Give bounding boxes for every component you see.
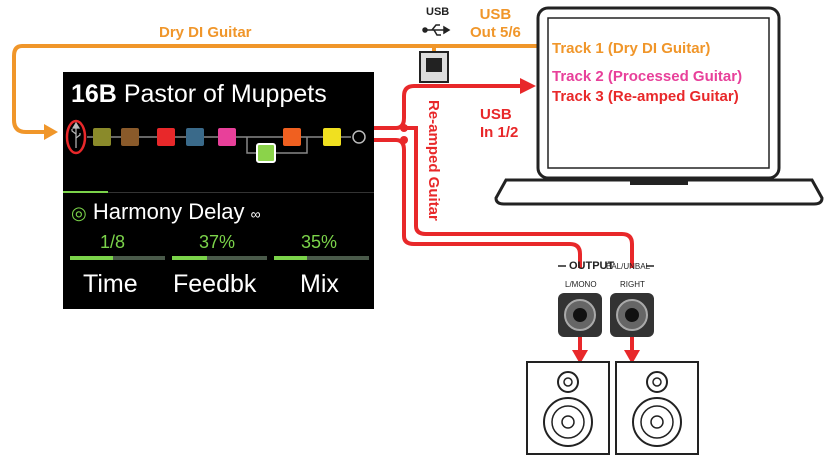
usb-out-label: USB Out 5/6 <box>470 6 521 41</box>
effect-block-3[interactable] <box>157 128 175 146</box>
reamp-arrow <box>520 78 536 94</box>
preset-title: 16B Pastor of Muppets <box>71 80 327 109</box>
usb-port-label: USB <box>426 6 450 18</box>
usb-port <box>426 58 442 72</box>
preset-name: Pastor of Muppets <box>123 80 327 108</box>
preset-number: 16B <box>71 80 117 108</box>
effect-block-5[interactable] <box>218 128 236 146</box>
param-label-feedbk: Feedbk <box>173 270 257 298</box>
track-1-label: Track 1 (Dry DI Guitar) <box>552 40 711 57</box>
block-title: ◎ Harmony Delay ∞ <box>71 199 261 225</box>
effect-block-6[interactable] <box>283 128 301 146</box>
output-left-arrow <box>572 350 588 364</box>
bal-unbal-label: BAL/UNBAL <box>606 262 651 271</box>
laptop-trackpad-notch <box>630 180 688 185</box>
laptop <box>494 6 824 206</box>
speaker-right <box>615 361 699 455</box>
param-bar-time <box>70 256 165 260</box>
signal-chain <box>65 119 366 163</box>
stereo-icon: ∞ <box>250 206 261 222</box>
usb-input-icon <box>71 121 81 148</box>
track-3-label: Track 3 (Re-amped Guitar) <box>552 88 739 105</box>
dry-di-arrow <box>44 124 58 140</box>
reamp-wire-upper <box>368 84 520 130</box>
screen-divider <box>63 192 374 193</box>
param-fill-time <box>70 256 113 260</box>
param-fill-mix <box>274 256 308 260</box>
output-jacks <box>558 265 654 337</box>
junction-dot-1 <box>400 124 408 132</box>
l-mono-label: L/MONO <box>565 280 597 289</box>
param-value-mix: 35% <box>301 232 338 252</box>
effect-block-1[interactable] <box>93 128 111 146</box>
dry-di-wire <box>12 44 542 134</box>
effect-block-4[interactable] <box>186 128 204 146</box>
junction-dot-2 <box>400 136 408 144</box>
dry-di-label: Dry DI Guitar <box>159 24 252 41</box>
effect-block-2[interactable] <box>121 128 139 146</box>
laptop-base <box>494 178 824 206</box>
block-name: Harmony Delay <box>92 199 245 224</box>
device-screen: 16B Pastor of Muppets ◎ Harmony Delay ∞ <box>63 72 374 309</box>
param-value-time: 1/8 <box>100 232 126 252</box>
output-node <box>352 130 366 144</box>
laptop-screen <box>547 17 770 169</box>
param-label-mix: Mix <box>300 270 339 298</box>
parallel-path <box>246 137 308 154</box>
output-label: OUTPUT <box>569 260 615 272</box>
reamped-label: Re-amped Guitar <box>425 100 442 221</box>
reamp-wire-right <box>404 126 634 268</box>
track-2-label: Track 2 (Processed Guitar) <box>552 68 743 85</box>
param-label-time: Time <box>83 270 138 298</box>
param-bar-mix <box>274 256 369 260</box>
right-label: RIGHT <box>620 280 645 289</box>
speaker-left <box>526 361 610 455</box>
harmony-delay-icon: ◎ <box>71 203 87 223</box>
param-bar-feedbk <box>172 256 267 260</box>
divider-accent <box>63 191 108 193</box>
input-highlight <box>65 119 87 155</box>
param-value-feedbk: 37% <box>199 232 236 252</box>
output-right-arrow <box>624 350 640 364</box>
effect-block-7[interactable] <box>323 128 341 146</box>
usb-icon <box>422 24 451 36</box>
usb-in-label: USB In 1/2 <box>480 106 519 141</box>
effect-block-8[interactable] <box>256 143 276 163</box>
param-fill-feedbk <box>172 256 208 260</box>
